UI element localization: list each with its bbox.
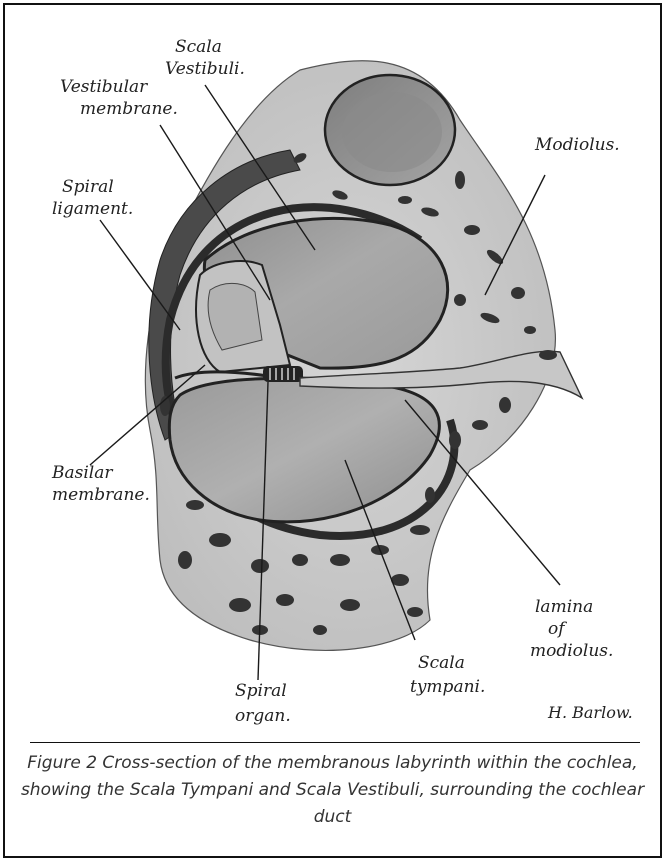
label-vestibular-membrane: Vestibular membrane. — [60, 77, 178, 119]
label-lamina-of-modiolus: lamina of modiolus. — [530, 597, 613, 661]
label-spiral-ligament: Spiral ligament. — [52, 177, 133, 219]
label-modiolus: Modiolus. — [534, 135, 620, 155]
label-scala-vestibuli: Scala Vestibuli. — [165, 37, 245, 79]
artist-signature: H. Barlow. — [547, 703, 633, 722]
cochlea-cross-section-illustration: Scala Vestibuli. Vestibular membrane. Mo… — [0, 0, 667, 735]
label-scala-tympani: Scala tympani. — [410, 653, 485, 697]
label-basilar-membrane: Basilar membrane. — [51, 463, 150, 505]
spiral-organ-shape — [263, 366, 303, 382]
label-spiral-organ: Spiral organ. — [235, 681, 292, 726]
figure-caption: Figure 2 Cross-section of the membranous… — [14, 750, 651, 831]
caption-divider — [30, 742, 640, 743]
